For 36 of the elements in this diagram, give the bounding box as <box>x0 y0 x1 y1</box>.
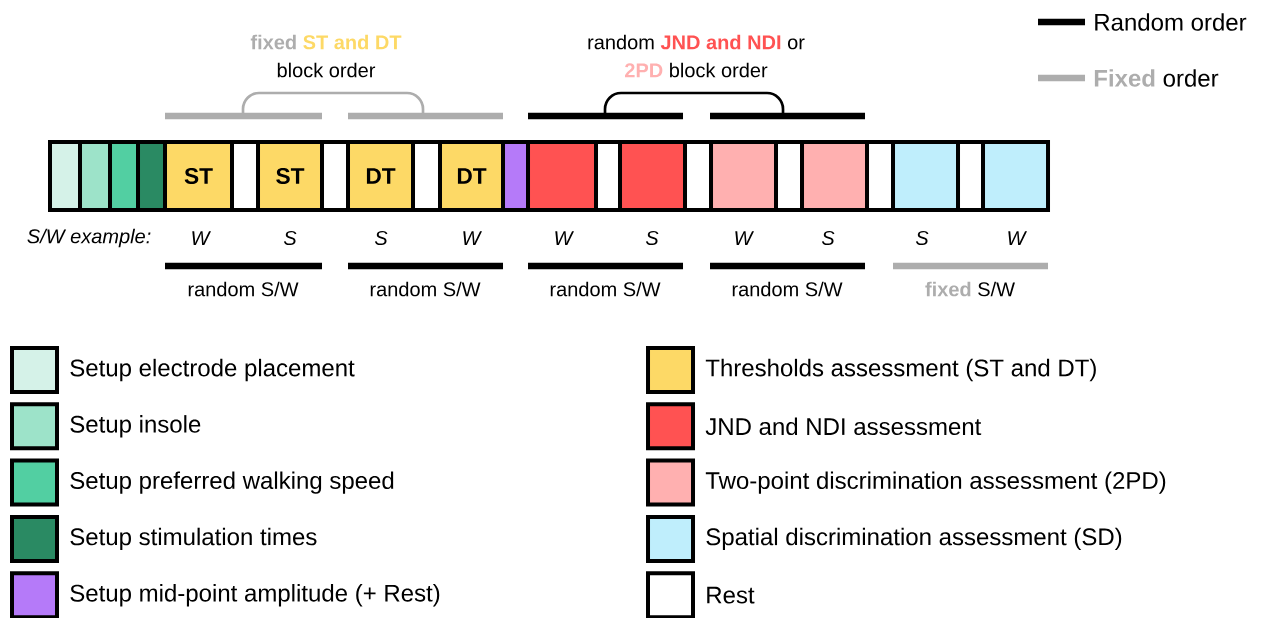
legend-label: Random order <box>1095 13 1247 31</box>
bracket-caption: block order <box>277 62 376 78</box>
legend-label: Setup stimulation times <box>70 527 317 551</box>
legend-label: JND and NDI assessment <box>705 417 982 436</box>
order-label: fixed S/W <box>925 281 1015 297</box>
test-block: DT <box>346 140 415 212</box>
legend-label: Fixed order <box>1094 69 1219 87</box>
order-label: random S/W <box>550 281 661 297</box>
legend-label: Rest <box>707 586 755 604</box>
condition-letter: S <box>821 230 835 246</box>
test-block: DT <box>438 140 505 212</box>
condition-letter: S <box>915 230 929 246</box>
test-block: ST <box>256 140 324 212</box>
legend-label: Setup mid-point amplitude (+ Rest) <box>70 584 440 607</box>
legend-label: Two-point discrimination assessment (2PD) <box>705 471 1166 494</box>
condition-letter: S <box>374 230 388 246</box>
condition-letter: W <box>555 231 574 245</box>
bracket-caption: fixed ST and DT <box>250 34 402 50</box>
legend-label: Setup electrode placement <box>70 358 355 382</box>
row-label: S/W example: <box>27 228 151 248</box>
legend-label: Setup preferred walking speed <box>70 471 394 494</box>
legend-label: Thresholds assessment (ST and DT) <box>705 358 1096 382</box>
bracket-caption: 2PD block order <box>625 62 768 78</box>
condition-letter: W <box>1008 231 1027 245</box>
bracket-caption: random JND and NDI or <box>588 34 805 50</box>
condition-letter: W <box>735 231 754 245</box>
condition-letter: W <box>192 231 211 245</box>
condition-letter: S <box>645 230 659 246</box>
test-block: ST <box>163 140 234 212</box>
order-label: random S/W <box>732 281 843 297</box>
legend-label: Spatial discrimination assessment (SD) <box>706 527 1122 551</box>
condition-letter: W <box>463 231 482 245</box>
condition-letter: S <box>283 230 297 246</box>
order-label: random S/W <box>188 281 299 297</box>
legend-label: Setup insole <box>70 415 201 438</box>
order-label: random S/W <box>370 281 481 297</box>
